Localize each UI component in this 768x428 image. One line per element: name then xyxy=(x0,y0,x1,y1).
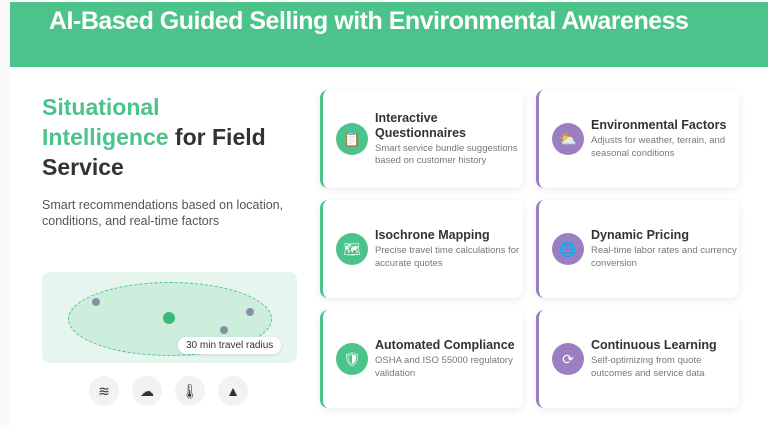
location-dot xyxy=(92,298,100,306)
card-title: Isochrone Mapping xyxy=(375,228,490,242)
wind-icon: ≋ xyxy=(89,376,119,406)
section-heading: Situational Intelligence for Field Servi… xyxy=(42,92,292,182)
card-title: Dynamic Pricing xyxy=(591,228,689,242)
card-desc: Precise travel time calculations for acc… xyxy=(375,245,520,269)
rain-cloud-icon: ☁ xyxy=(132,376,162,406)
heading-text: for xyxy=(168,124,206,150)
card-desc: Smart service bundle suggestions based o… xyxy=(375,142,518,167)
card-desc: Adjusts for weather, terrain, and season… xyxy=(591,135,726,159)
weather-icon: ⛅ xyxy=(552,123,584,155)
refresh-icon: ⟳ xyxy=(552,343,584,375)
map-label: 30 min travel radius xyxy=(178,337,282,354)
card-title: Automated Compliance xyxy=(375,338,515,352)
card-desc: Real-time labor rates and currency conve… xyxy=(591,245,737,269)
card-title: Environmental Factors xyxy=(591,118,727,132)
card-desc: Self-optimizing from quote outcomes and … xyxy=(591,355,705,379)
center-location-dot xyxy=(163,312,175,324)
heading-text-2: Field Service xyxy=(42,124,266,180)
card-desc: OSHA and ISO 55000 regulatory validation xyxy=(375,355,513,379)
heading-highlight: Situational Intelligence xyxy=(42,94,169,150)
clipboard-icon: 📋 xyxy=(336,123,368,155)
thermometer-icon: 🌡 xyxy=(175,376,205,406)
page-title: AI-Based Guided Selling with Environment… xyxy=(49,7,689,35)
subtitle: Smart recommendations based on location,… xyxy=(42,198,284,228)
map-icon: 🗺 xyxy=(336,233,368,265)
header-banner: AI-Based Guided Selling with Environment… xyxy=(10,2,768,67)
card-title: Interactive Questionnaires xyxy=(375,110,466,140)
globe-icon: 🌐 xyxy=(552,233,584,265)
location-dot xyxy=(246,308,254,316)
card-title: Continuous Learning xyxy=(591,338,717,352)
isochrone-map: 30 min travel radius xyxy=(42,272,297,363)
location-dot xyxy=(220,326,228,334)
mountain-icon: ▲ xyxy=(218,376,248,406)
shield-icon: 🛡 xyxy=(336,343,368,375)
